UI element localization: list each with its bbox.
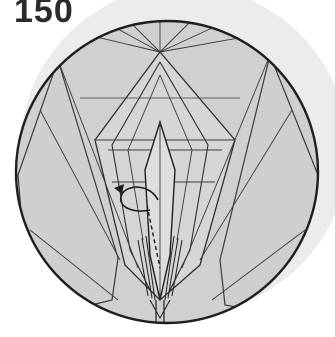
crane-fold-diagram xyxy=(0,0,335,337)
origami-step-page: 150 xyxy=(0,0,335,337)
